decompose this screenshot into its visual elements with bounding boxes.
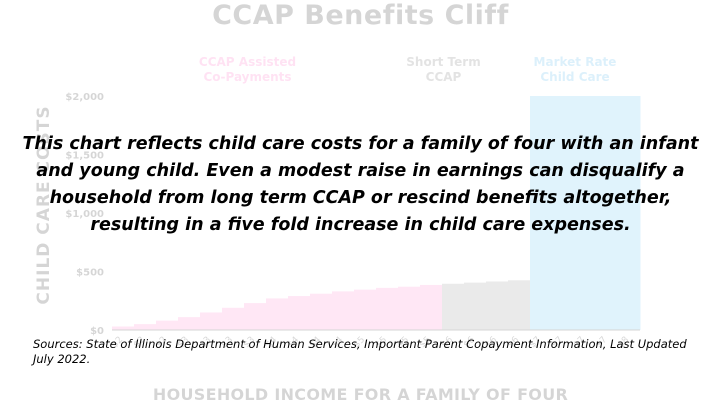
bar bbox=[508, 280, 531, 330]
bar bbox=[134, 324, 157, 330]
bar bbox=[574, 96, 597, 330]
y-tick-label: $500 bbox=[76, 268, 104, 279]
bar bbox=[486, 281, 509, 330]
bar bbox=[332, 291, 355, 330]
y-tick-label: $0 bbox=[90, 326, 104, 337]
bar bbox=[376, 287, 399, 330]
region-label-ccap-copayments: CCAP Assisted Co-Payments bbox=[198, 55, 297, 84]
y-tick-label: $1,000 bbox=[65, 209, 104, 220]
bar bbox=[200, 312, 223, 330]
bar bbox=[530, 96, 553, 330]
bar bbox=[354, 289, 377, 330]
region-label-short-term-ccap: Short Term CCAP bbox=[406, 55, 481, 84]
bar bbox=[596, 96, 619, 330]
bar bbox=[552, 96, 575, 330]
bar bbox=[398, 286, 421, 330]
bar bbox=[244, 303, 267, 330]
bar bbox=[288, 296, 311, 330]
chart-title: CCAP Benefits Cliff bbox=[212, 0, 509, 31]
bar bbox=[222, 307, 245, 330]
region-label-market-rate: Market Rate Child Care bbox=[533, 55, 617, 84]
bar bbox=[112, 326, 135, 330]
bar bbox=[310, 293, 333, 330]
y-tick-label: $2,000 bbox=[65, 92, 104, 103]
bar bbox=[156, 320, 179, 330]
bar bbox=[464, 282, 487, 330]
sources-note: Sources: State of Illinois Department of… bbox=[33, 337, 687, 366]
overlay-description: This chart reflects child care costs for… bbox=[22, 134, 699, 235]
bar bbox=[618, 96, 641, 330]
bar bbox=[266, 298, 289, 330]
x-axis-title: HOUSEHOLD INCOME FOR A FAMILY OF FOUR bbox=[152, 385, 569, 404]
bar bbox=[178, 317, 201, 330]
y-tick-label: $1,500 bbox=[65, 151, 104, 162]
bar bbox=[442, 283, 465, 330]
bar bbox=[420, 284, 443, 330]
